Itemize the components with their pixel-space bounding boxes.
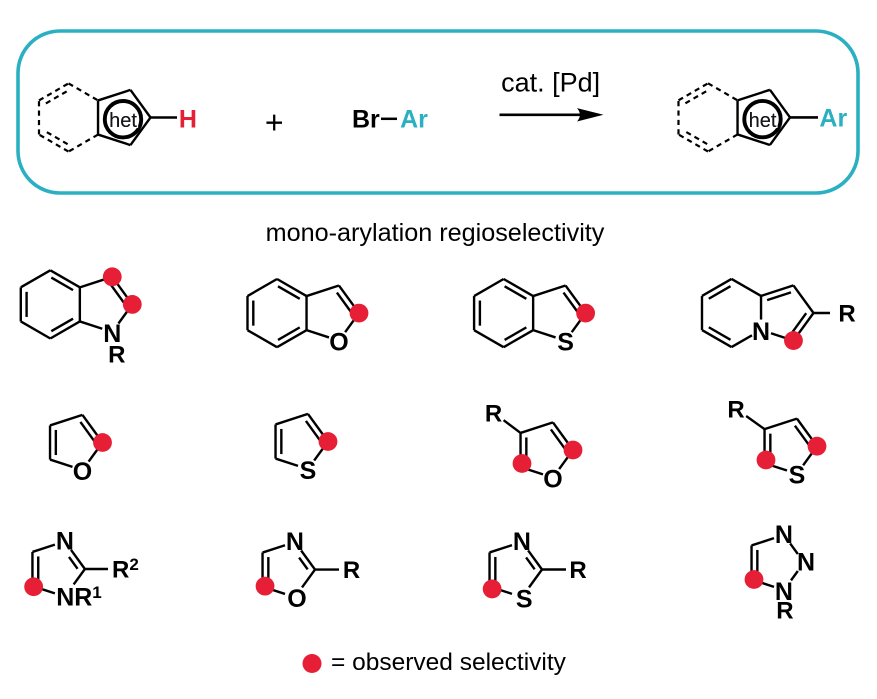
svg-text:S: S [557,329,574,357]
svg-text:+: + [265,104,284,140]
svg-text:Ar: Ar [400,106,428,134]
svg-text:het: het [749,110,777,132]
svg-text:O: O [287,585,306,613]
svg-text:O: O [543,466,562,494]
svg-text:R: R [727,396,744,423]
svg-text:O: O [73,458,92,486]
svg-text:N: N [513,528,531,556]
svg-text:Br: Br [352,106,380,134]
svg-text:Ar: Ar [819,104,847,132]
svg-text:mono-arylation regioselectivit: mono-arylation regioselectivity [266,219,605,247]
svg-text:N: N [56,527,74,555]
svg-text:R: R [776,598,793,625]
svg-text:R: R [569,557,586,584]
svg-text:het: het [109,110,137,132]
svg-text:N: N [775,578,793,606]
svg-text:cat. [Pd]: cat. [Pd] [501,68,600,98]
svg-text:O: O [329,329,348,357]
svg-text:R: R [343,557,360,584]
svg-text:R: R [485,400,502,427]
svg-text:het: het [749,110,777,132]
svg-text:N: N [103,320,121,348]
svg-text:S: S [300,457,317,485]
svg-text:= observed selectivity: = observed selectivity [331,649,567,676]
svg-text:R: R [838,301,855,328]
svg-text:H: H [179,105,197,133]
svg-text:S: S [789,462,806,490]
svg-text:S: S [516,585,533,613]
svg-text:het: het [109,110,137,132]
svg-text:N: N [286,528,304,556]
svg-text:N: N [797,548,815,576]
svg-text:N: N [775,521,793,549]
svg-text:N: N [752,318,770,346]
svg-text:R: R [108,342,125,369]
